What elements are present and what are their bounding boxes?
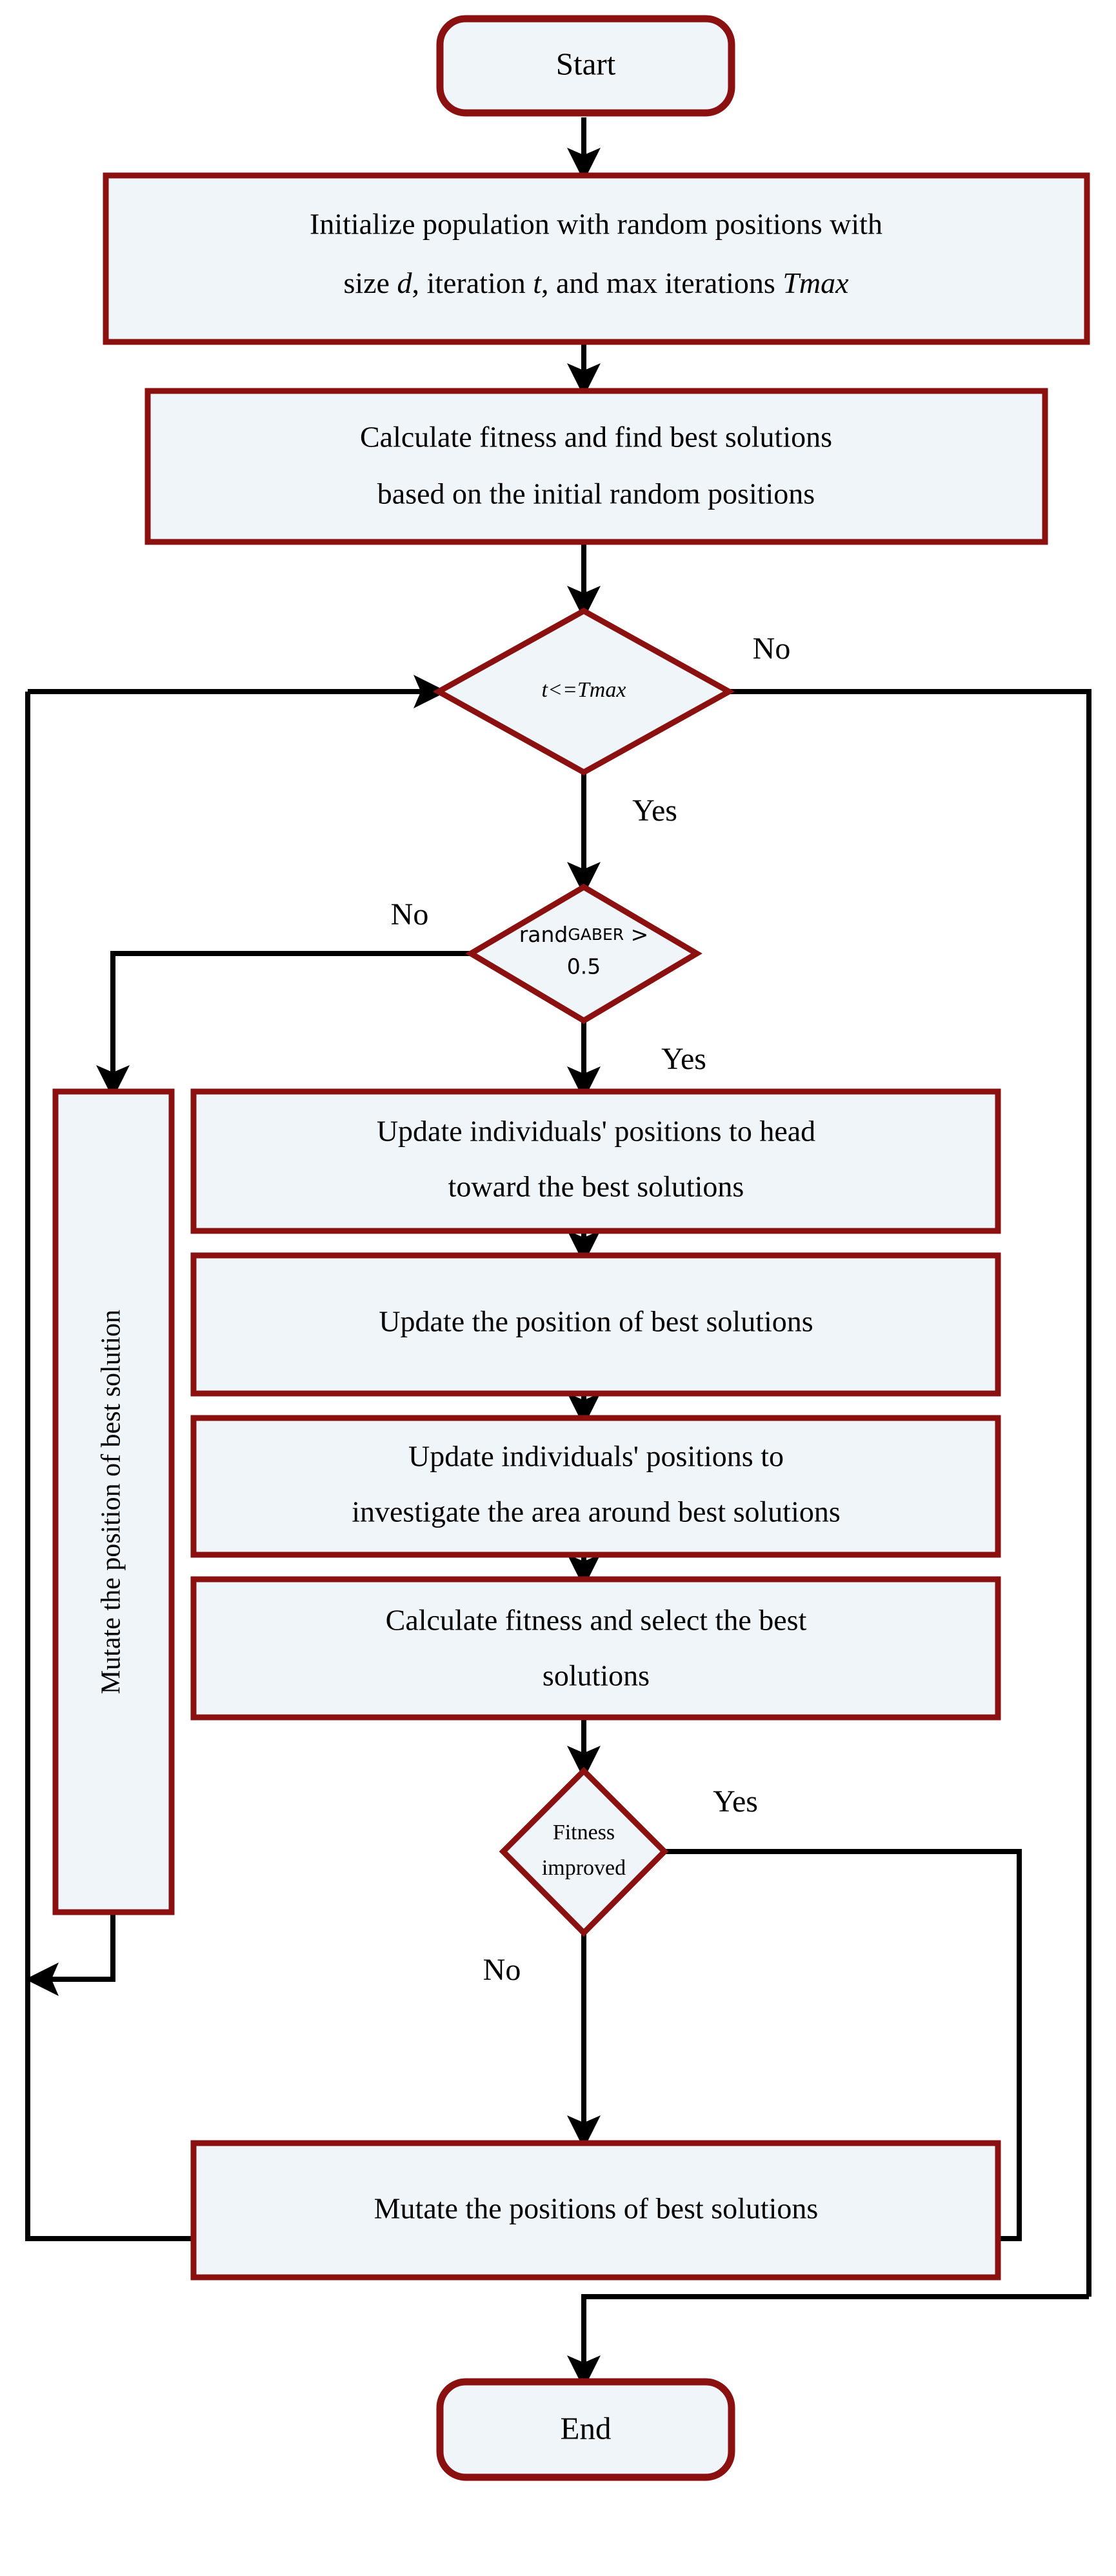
iteration-check-var-t: t (542, 678, 549, 702)
node-iteration-check[interactable]: t<=Tmax (432, 607, 735, 776)
fitness-improved-shape (499, 1766, 669, 1937)
edge-label-fitness-no: No (483, 1953, 521, 1987)
node-update-best-position[interactable]: Update the position of best solutions (190, 1252, 1001, 1397)
update-head-toward-shape (190, 1088, 1001, 1234)
rand-check-shape (465, 883, 702, 1024)
rand-check-line2: 0.5 (567, 954, 601, 979)
iteration-check-shape (432, 607, 735, 776)
node-mutate-best-solutions[interactable]: Mutate the positions of best solutions (190, 2140, 1001, 2281)
calc-initial-fitness-line2: based on the initial random positions (377, 477, 815, 510)
update-best-position-shape (190, 1252, 1001, 1397)
node-rand-check[interactable]: randGABER > 0.5 (465, 883, 702, 1024)
rand-check-rand: rand (519, 922, 568, 947)
fitness-improved-line1: Fitness (553, 1821, 615, 1844)
initialize-line2-a: size (343, 266, 397, 299)
node-fitness-improved[interactable]: Fitness improved (499, 1766, 669, 1937)
node-calc-select-best[interactable]: Calculate fitness and select the best so… (190, 1576, 1001, 1721)
edge-label-rand-yes: Yes (661, 1042, 706, 1076)
initialize-shape (103, 172, 1090, 345)
start-label: Start (556, 46, 616, 81)
update-investigate-area-shape (190, 1415, 1001, 1558)
initialize-line2: size d, iteration t, and max iterations … (343, 266, 849, 299)
end-label: End (561, 2410, 612, 2446)
initialize-var-tmax: Tmax (782, 266, 849, 299)
edge-label-fitness-yes: Yes (713, 1784, 758, 1819)
mutate-best-solution-vertical-shape (52, 1088, 175, 1915)
calc-select-best-line2: solutions (543, 1659, 650, 1692)
edge-label-iteration-no: No (753, 632, 791, 666)
end-shape (436, 2378, 735, 2481)
node-calc-initial-fitness[interactable]: Calculate fitness and find best solution… (144, 388, 1048, 545)
update-head-toward-line2: toward the best solutions (448, 1170, 744, 1203)
edge-merge-to-end (567, 2294, 1089, 2389)
node-end[interactable]: End (436, 2378, 735, 2481)
mutate-best-solutions-shape (190, 2140, 1001, 2281)
iteration-check-operator: <= (548, 678, 577, 702)
calc-select-best-line1: Calculate fitness and select the best (386, 1604, 807, 1637)
initialize-line1: Initialize population with random positi… (310, 208, 882, 241)
iteration-check-label: t<=Tmax (542, 678, 626, 702)
rand-check-line1: randGABER > (519, 922, 649, 947)
edge-iteration-no-to-end-rail (729, 689, 1091, 2297)
start-shape (436, 15, 735, 117)
edge-mutate-vertical-to-loopback (25, 1913, 115, 1996)
rand-check-operator: > (624, 922, 648, 947)
initialize-line2-e: , and max iterations (541, 266, 782, 299)
node-update-head-toward[interactable]: Update individuals' positions to head to… (190, 1088, 1001, 1234)
iteration-check-var-tmax: Tmax (577, 678, 626, 702)
node-mutate-best-solution-vertical[interactable]: Mutate the position of best solution (52, 1088, 175, 1915)
fitness-improved-line2: improved (542, 1856, 626, 1880)
edge-labels: No Yes No Yes Yes No (391, 632, 791, 1987)
update-best-position-label: Update the position of best solutions (379, 1305, 813, 1338)
initialize-var-d: d (397, 266, 412, 299)
edge-label-rand-no: No (391, 897, 429, 932)
node-start[interactable]: Start (436, 15, 735, 117)
calc-initial-fitness-line1: Calculate fitness and find best solution… (360, 421, 832, 454)
update-investigate-area-line2: investigate the area around best solutio… (352, 1495, 841, 1528)
update-investigate-area-line1: Update individuals' positions to (408, 1440, 784, 1473)
initialize-var-t: t (533, 266, 542, 299)
calc-select-best-shape (190, 1576, 1001, 1721)
edge-label-iteration-yes: Yes (632, 794, 677, 828)
update-head-toward-line1: Update individuals' positions to head (377, 1115, 815, 1148)
edge-rand-no-to-mutate-vertical (96, 951, 471, 1099)
initialize-line2-c: , iteration (412, 266, 533, 299)
calc-initial-fitness-shape (144, 388, 1048, 545)
rand-check-subscript: GABER (568, 925, 624, 944)
node-initialize[interactable]: Initialize population with random positi… (103, 172, 1090, 345)
mutate-best-solutions-label: Mutate the positions of best solutions (374, 2192, 819, 2225)
mutate-best-solution-vertical-label: Mutate the position of best solution (97, 1310, 126, 1694)
node-update-investigate-area[interactable]: Update individuals' positions to investi… (190, 1415, 1001, 1558)
